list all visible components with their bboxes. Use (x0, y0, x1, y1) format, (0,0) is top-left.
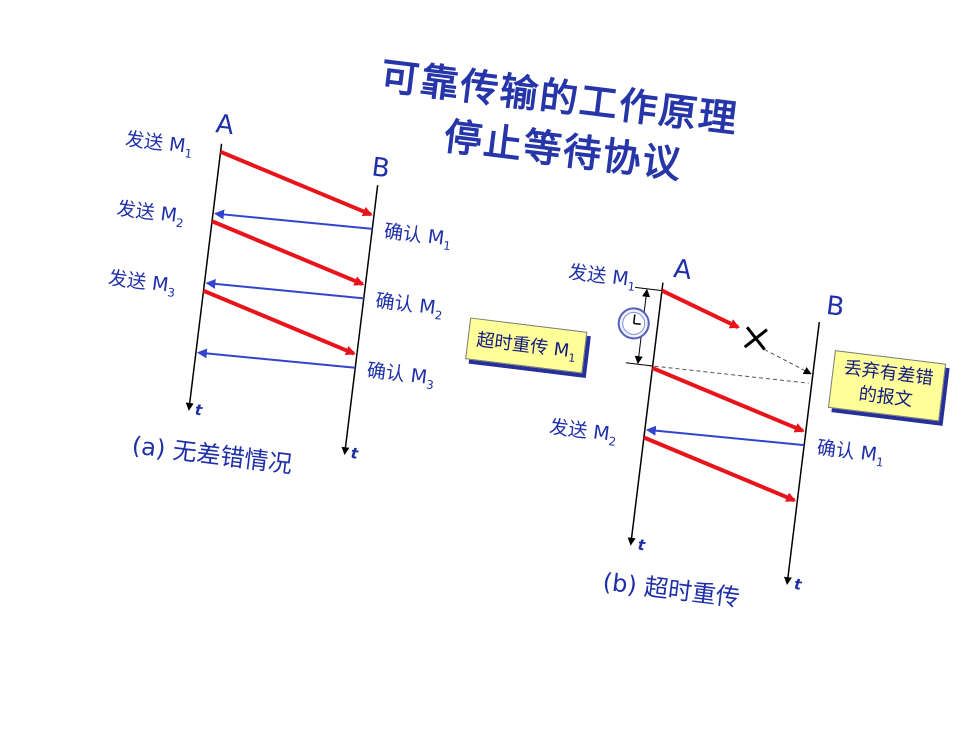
b-discard-dash (764, 349, 812, 375)
a-data-arrow-2 (211, 219, 365, 286)
b-data-arrow-resend (651, 366, 805, 433)
b-timeout-dash (647, 364, 809, 384)
b-timeline-B (783, 321, 821, 586)
b-node-B: B (824, 290, 846, 323)
b-data-arrow-lost (661, 288, 740, 329)
a-ack-arrow-2 (205, 278, 364, 300)
clock-icon (617, 307, 650, 340)
b-bracket-tick-top (635, 286, 662, 292)
a-ack-arrow-1 (213, 209, 373, 230)
b-node-A: A (671, 253, 694, 286)
b-bracket-head-bottom (634, 355, 643, 365)
b-ack-arrow-1 (645, 425, 805, 447)
a-node-A: A (214, 109, 236, 142)
a-ack-arrow-3 (196, 348, 356, 369)
a-data-arrow-1 (219, 149, 373, 217)
a-data-arrow-3 (202, 288, 356, 356)
a-timeline-A (185, 143, 223, 411)
b-data-arrow-2 (643, 435, 797, 503)
b-lost-cross-icon (743, 326, 768, 351)
a-node-B: B (369, 152, 392, 185)
b-bracket-head-top (642, 288, 651, 298)
a-timeline-B (341, 185, 379, 456)
b-timeline-A (627, 282, 664, 546)
b-bracket-tick-bottom (625, 362, 653, 367)
